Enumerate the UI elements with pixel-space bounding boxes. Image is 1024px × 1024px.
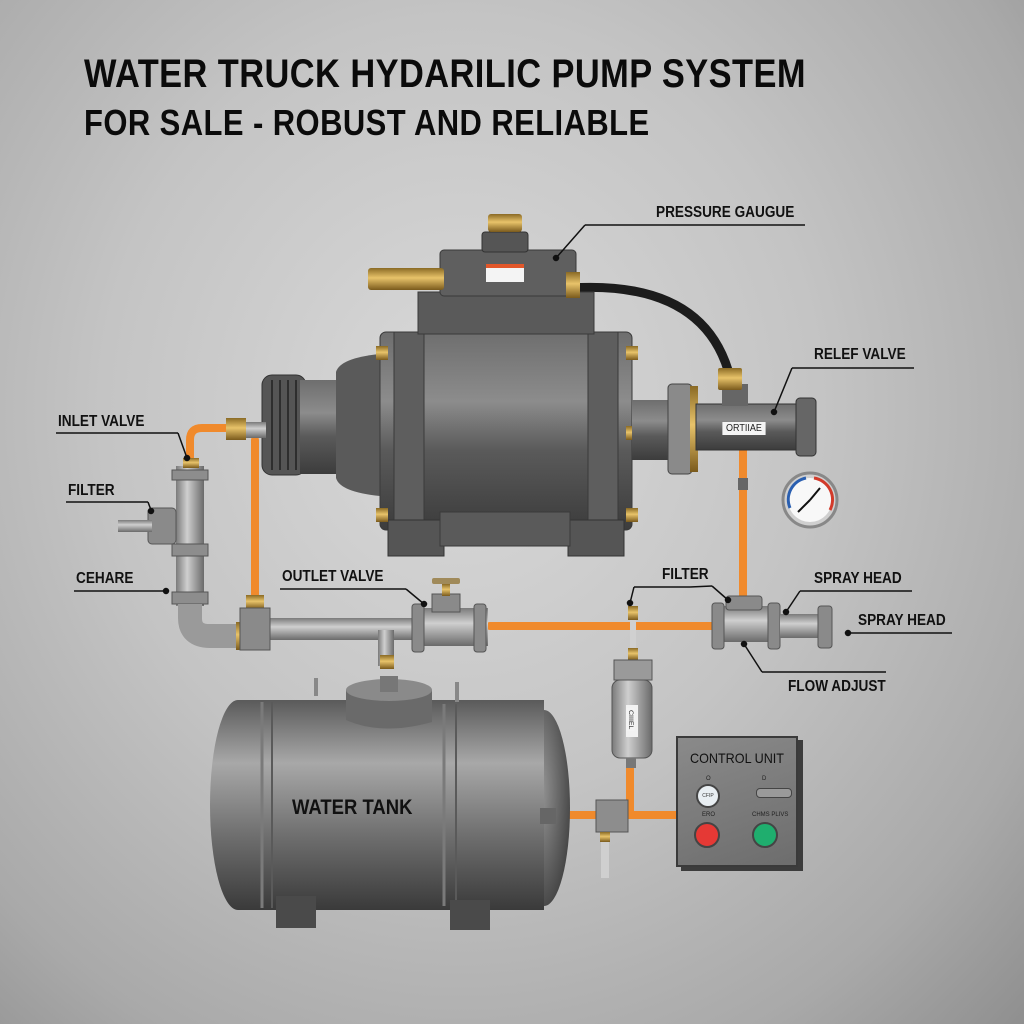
filter-canister-tag: CIIIEL xyxy=(626,708,635,732)
green-button-label: CHMS PLIVS xyxy=(752,812,789,818)
inlet-hose xyxy=(186,424,236,466)
label-spray-head-1: SPRAY HEAD xyxy=(814,570,902,587)
label-inlet-valve: INLET VALVE xyxy=(58,413,145,430)
control-unit-panel: CONTROL UNIT O D CFIP ERO CHMS PLIVS xyxy=(676,736,798,867)
indicator-right-label: D xyxy=(762,776,767,782)
control-unit-title: CONTROL UNIT xyxy=(689,750,785,766)
label-water-tank: WATER TANK xyxy=(292,796,413,819)
page-title-line-1: WATER TRUCK HYDARILIC PUMP SYSTEM xyxy=(84,52,806,96)
pump-body xyxy=(226,214,698,557)
pressure-gauge-dial xyxy=(781,471,839,529)
center-filter xyxy=(611,606,653,768)
label-outlet-valve: OUTLET VALVE xyxy=(282,568,384,585)
label-pressure-gauge: PRESSURE GAUGUE xyxy=(656,204,795,221)
toggle-switch[interactable] xyxy=(756,788,792,798)
stop-button[interactable] xyxy=(694,822,720,848)
main-pipe xyxy=(239,595,428,669)
label-relief-valve: RELEF VALVE xyxy=(814,346,906,363)
water-tank-graphic xyxy=(210,676,629,930)
label-filter-left: FILTER xyxy=(68,482,115,499)
inlet-assembly xyxy=(118,458,250,650)
label-flow-adjust: FLOW ADJUST xyxy=(788,678,886,695)
label-spray-head-2: SPRAY HEAD xyxy=(858,612,946,629)
indicator-left-label: O xyxy=(706,776,711,782)
label-filter-center: FILTER xyxy=(662,566,709,583)
start-button[interactable] xyxy=(752,822,778,848)
hoses xyxy=(186,424,747,819)
relief-valve xyxy=(695,368,817,490)
white-indicator-button[interactable]: CFIP xyxy=(696,784,720,808)
leader-lines xyxy=(56,224,952,673)
relief-valve-tag: ORTIIAE xyxy=(722,422,766,435)
label-cehare: CEHARE xyxy=(76,570,134,587)
page-title-line-2: FOR SALE - ROBUST AND RELIABLE xyxy=(84,102,650,143)
outlet-valve xyxy=(411,578,488,653)
flow-adjust-valve xyxy=(711,595,833,650)
red-button-label: ERO xyxy=(702,812,716,818)
pressure-hose xyxy=(565,282,733,375)
